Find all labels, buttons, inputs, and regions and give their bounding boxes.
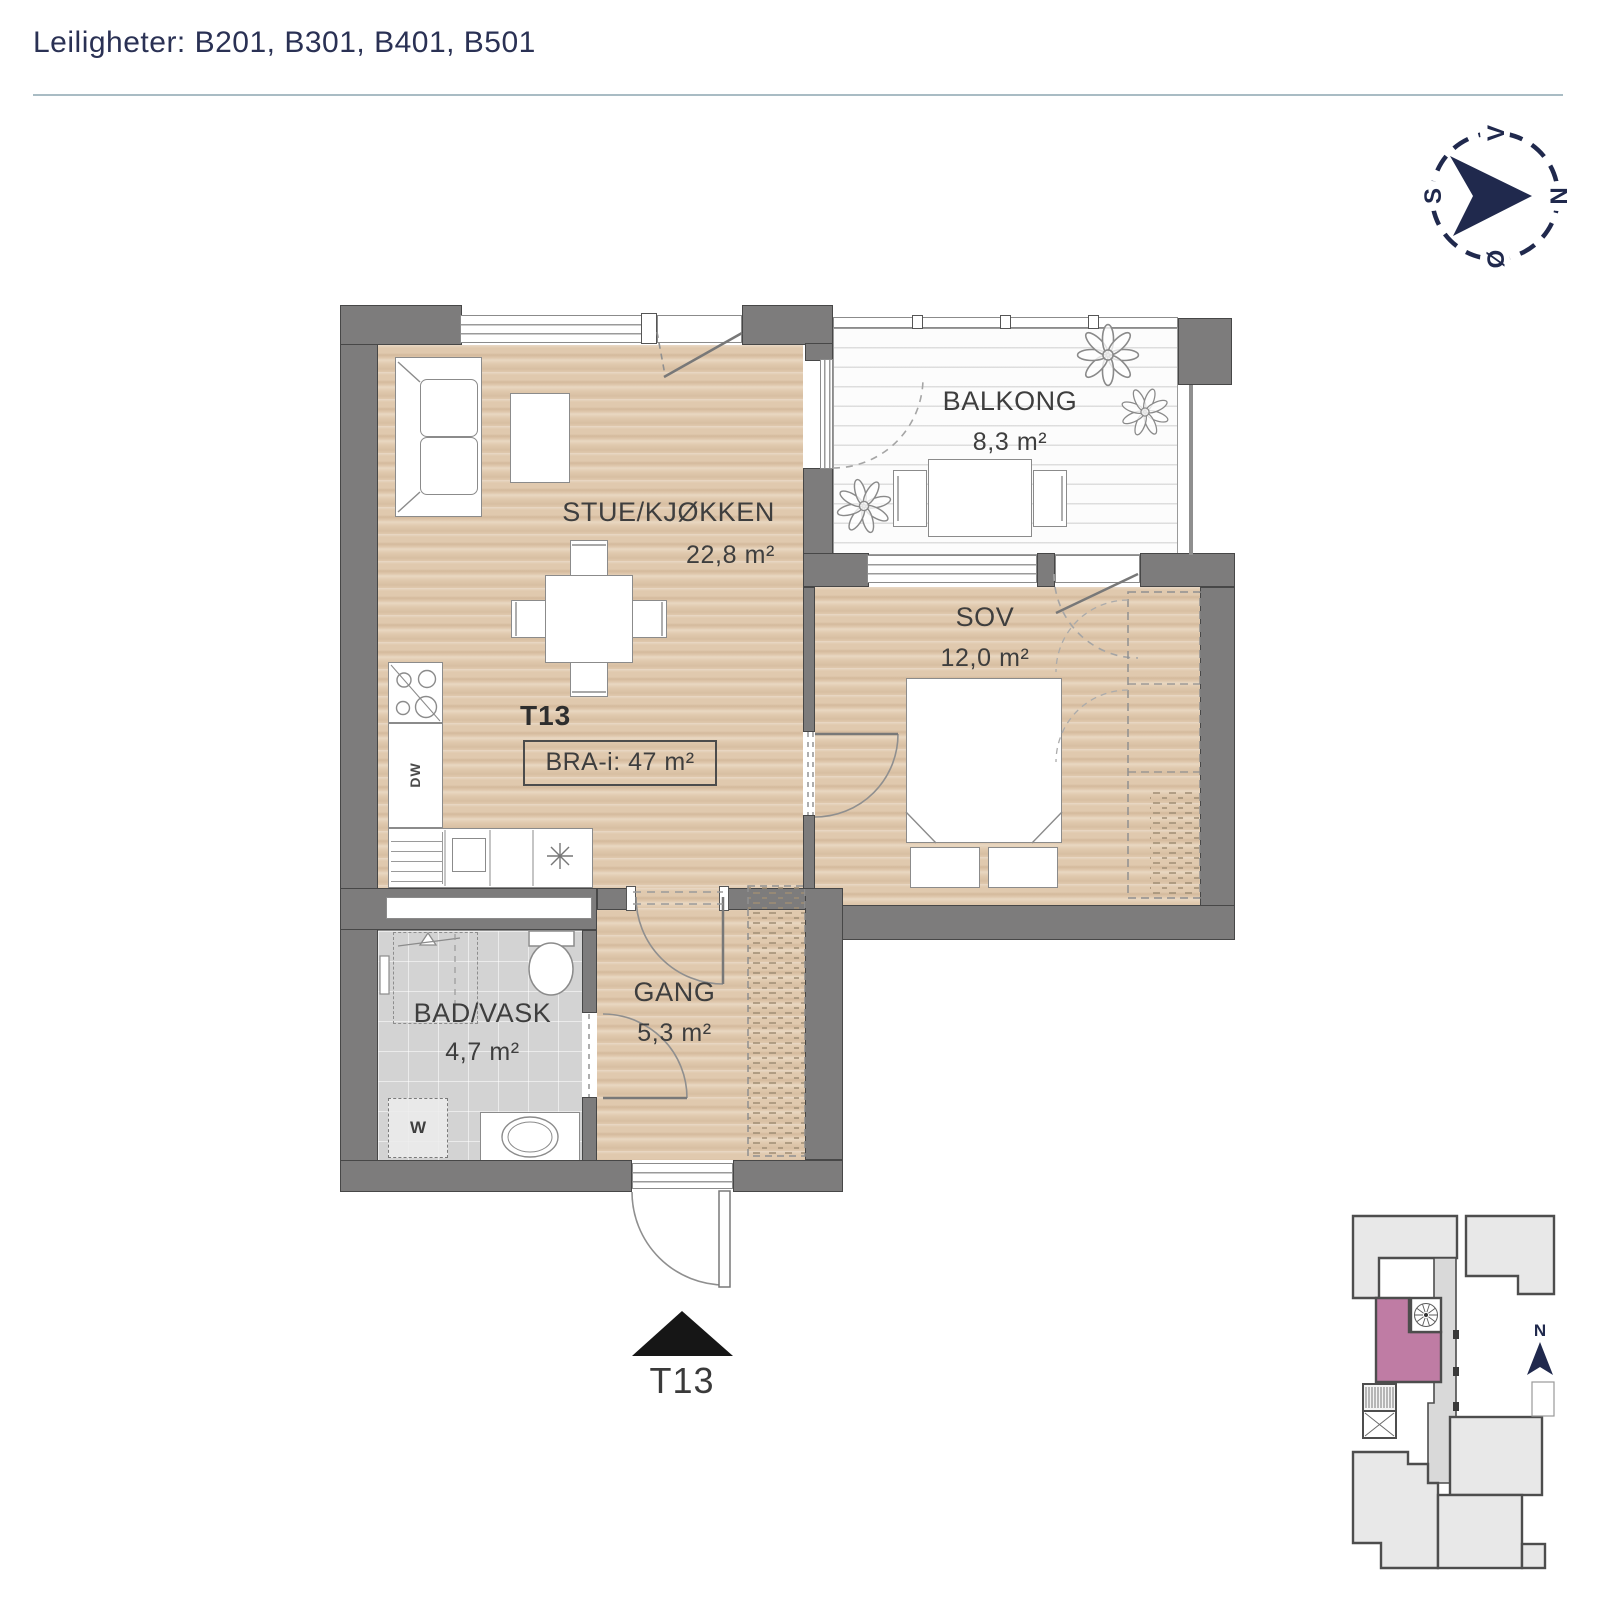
living-room-name: STUE/KJØKKEN <box>562 497 775 527</box>
compass-needle-icon <box>1450 156 1532 236</box>
dining-chair-left <box>511 600 547 638</box>
dining-table <box>545 575 633 663</box>
sofa-cushion <box>420 437 478 495</box>
wall-bedroom-bottom <box>810 905 1235 940</box>
entrance-marker-label: T13 <box>649 1360 715 1401</box>
balcony-railing-right <box>1189 385 1193 555</box>
unit-code-label: T13 <box>520 700 572 731</box>
keymap-north-label: N <box>1534 1321 1546 1340</box>
wall-niche <box>386 897 592 919</box>
keymap-unit <box>1520 1542 1547 1570</box>
compass-south: S <box>1420 188 1447 204</box>
bathroom-vanity <box>480 1112 580 1162</box>
door-arc-entrance <box>631 1191 726 1286</box>
page-title: Leiligheter: B201, B301, B401, B501 <box>33 26 536 59</box>
header-divider <box>33 94 1563 96</box>
bathroom-name: BAD/VASK <box>413 998 552 1028</box>
stove <box>388 662 443 723</box>
wall-corner-step <box>805 343 833 361</box>
keymap-elevator-x <box>1364 1412 1395 1437</box>
wall-living-balcony <box>803 468 833 556</box>
wall-living-bedroom-upper <box>803 587 815 732</box>
wall-bath-hall-lower <box>582 1097 597 1162</box>
window-bedroom <box>867 555 1037 583</box>
entrance-door-sill <box>632 1163 733 1189</box>
kitchen-drawers <box>391 832 443 884</box>
hallway-name: GANG <box>633 977 716 1007</box>
keymap-unit <box>1448 1415 1544 1497</box>
bedroom-door-opening <box>803 732 815 815</box>
sofa-cushion <box>420 379 478 437</box>
keymap-stair-treads <box>1365 1387 1394 1408</box>
keymap-spiral-icon <box>1414 1303 1438 1327</box>
balcony-chair-right <box>1033 470 1067 527</box>
balcony-chair-left <box>893 470 927 527</box>
window-living-balcony <box>820 359 833 469</box>
hall-opening-floor <box>633 888 723 910</box>
wall-balcony-right-corner <box>1178 318 1232 385</box>
dining-chair-bottom <box>570 661 608 697</box>
keymap-north-arrow-icon <box>1527 1342 1553 1375</box>
dishwasher-label: DW <box>407 762 423 788</box>
opening-post <box>719 886 729 911</box>
wall-bath-hall-upper <box>582 930 597 1013</box>
bedroom-balcony-door-opening <box>1055 555 1140 583</box>
entrance-marker-icon <box>632 1311 733 1356</box>
balcony-name: BALKONG <box>942 386 1078 416</box>
wall-bedroom-right <box>1200 587 1235 940</box>
keymap-balcony <box>1531 1381 1555 1417</box>
wall-segment <box>1037 553 1055 587</box>
compass-east: Ø <box>1483 250 1510 269</box>
keymap-unit <box>1351 1214 1459 1300</box>
keymap-stairs <box>1362 1383 1397 1412</box>
wall-bottom-left <box>340 1160 632 1192</box>
bed <box>906 678 1062 843</box>
wall-top-corner <box>742 305 833 345</box>
bathroom-area: 4,7 m² <box>445 1038 520 1066</box>
keymap-unit <box>1351 1450 1440 1570</box>
compass-north: N <box>1546 187 1573 204</box>
dining-chair-right <box>631 600 667 638</box>
bedroom-area: 12,0 m² <box>940 644 1030 672</box>
wall-segment <box>1140 553 1235 587</box>
bed-pillow <box>910 847 980 888</box>
wall-left <box>340 305 378 1190</box>
hallway-area: 5,3 m² <box>637 1019 712 1047</box>
wall-bedroom-corner <box>803 553 869 587</box>
bed-pillow <box>988 847 1058 888</box>
balcony-door-opening <box>657 315 742 343</box>
wall-hall-right <box>805 888 843 1160</box>
railing-post <box>912 315 923 329</box>
opening-post <box>626 886 636 911</box>
keymap-unit <box>1464 1214 1556 1296</box>
wall-bottom-right <box>733 1160 843 1192</box>
keymap-unit <box>1436 1493 1524 1570</box>
entrance-door-leaf <box>718 1190 731 1288</box>
kitchen-module <box>452 838 486 872</box>
washing-machine-label: W <box>409 1118 427 1137</box>
railing-post <box>1088 315 1099 329</box>
living-room-area: 22,8 m² <box>686 541 775 569</box>
kitchen-counter-dishwasher <box>388 723 443 828</box>
bedroom-name: SOV <box>955 602 1015 632</box>
compass-rose-icon: V N Ø S <box>1417 118 1573 274</box>
railing-post <box>1000 315 1011 329</box>
wall-hall-top-right <box>723 888 810 910</box>
keymap-door-ticks <box>1453 1330 1459 1411</box>
balcony-area: 8,3 m² <box>972 428 1048 456</box>
building-key-map: N <box>1351 1214 1556 1570</box>
wall-top-left <box>340 305 462 345</box>
washing-machine <box>388 1098 448 1158</box>
balcony-table <box>928 459 1032 537</box>
window-living-top <box>460 315 643 343</box>
coffee-table <box>510 393 570 483</box>
window-post <box>641 313 657 344</box>
unit-bra-box: BRA-i: 47 m² <box>523 740 717 786</box>
compass-west: V <box>1483 125 1510 141</box>
